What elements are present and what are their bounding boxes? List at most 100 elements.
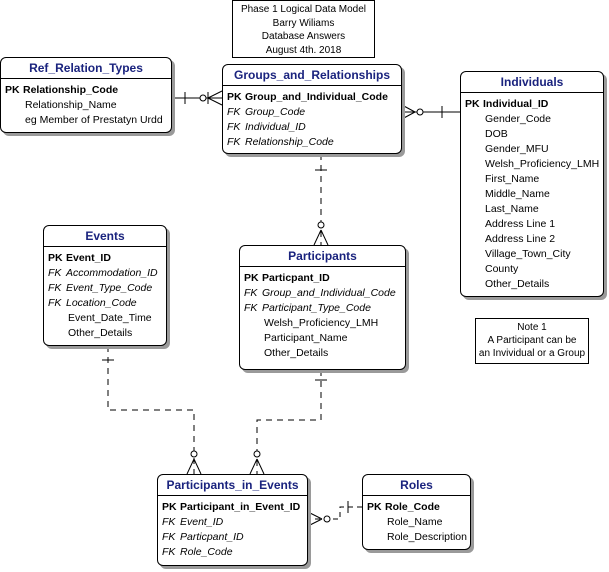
- fk-field: Event_ID: [180, 516, 224, 528]
- fk-label: FK: [48, 267, 62, 279]
- fk-label: FK: [48, 282, 62, 294]
- attr-row: Gender_Code: [465, 112, 599, 127]
- note-1: Note 1 A Participant can be an Invividua…: [475, 318, 589, 364]
- attr-row: Gender_MFU: [465, 142, 599, 157]
- pk-label: PK: [48, 252, 63, 264]
- fk-row: FK Relationship_Code: [227, 135, 397, 150]
- attr-row: Other_Details: [465, 277, 599, 292]
- pk-field: Participant_in_Event_ID: [180, 501, 301, 513]
- attr-field: Middle_Name: [485, 188, 550, 200]
- fk-field: Group_and_Individual_Code: [262, 287, 396, 299]
- attr-row: Role_Description: [367, 530, 467, 545]
- attr-field: First_Name: [485, 173, 540, 185]
- fk-row: FK Accommodation_ID: [48, 266, 162, 281]
- fk-label: FK: [162, 546, 176, 558]
- attr-field: Other_Details: [68, 327, 133, 339]
- pk-label: PK: [162, 501, 177, 513]
- attr-field: County: [485, 263, 519, 275]
- attr-field: Relationship_Name: [25, 99, 117, 111]
- attr-field: Gender_Code: [485, 113, 551, 125]
- attr-field: Welsh_Proficiency_LMH: [485, 158, 600, 170]
- note-line: A Participant can be: [487, 335, 577, 346]
- attr-field: Event_Date_Time: [68, 312, 152, 324]
- model-header-note: Phase 1 Logical Data Model Barry Wiliams…: [232, 0, 375, 58]
- attr-field: Other_Details: [485, 278, 550, 290]
- rel-line-roles-pie: [308, 506, 362, 520]
- attr-field: Gender_MFU: [485, 143, 549, 155]
- fk-row: FK Group_and_Individual_Code: [244, 286, 401, 301]
- fk-label: FK: [227, 106, 241, 118]
- header-line: Phase 1 Logical Data Model: [240, 4, 367, 15]
- attr-row: Relationship_Name: [5, 98, 167, 113]
- attr-field: Address Line 2: [485, 233, 556, 245]
- attr-field: Village_Town_City: [485, 248, 571, 260]
- fk-field: Individual_ID: [245, 121, 306, 133]
- header-line: Database Answers: [261, 31, 346, 42]
- pk-label: PK: [244, 272, 259, 284]
- fk-label: FK: [227, 136, 241, 148]
- attr-row: Last_Name: [465, 202, 599, 217]
- attr-row: Role_Name: [367, 515, 466, 530]
- pk-field: Group_and_Individual_Code: [245, 91, 388, 103]
- header-line: August 4th. 2018: [265, 44, 342, 56]
- entity-title: Participants_in_Events: [158, 475, 307, 496]
- fk-field: Location_Code: [66, 297, 137, 309]
- attr-field: Last_Name: [485, 203, 539, 215]
- fk-label: FK: [162, 531, 176, 543]
- attr-row: Event_Date_Time: [48, 311, 162, 326]
- rel-line-participants-pie: [256, 370, 322, 474]
- entity-title: Participants: [240, 246, 405, 267]
- fk-label: FK: [227, 121, 241, 133]
- note-line: Note 1: [517, 322, 547, 333]
- attr-field: Role_Description: [387, 531, 467, 543]
- attr-field: Address Line 1: [485, 218, 556, 230]
- attr-row: Welsh_Proficiency_LMH: [465, 157, 599, 172]
- fk-field: Event_Type_Code: [66, 282, 153, 294]
- pk-label: PK: [465, 98, 480, 110]
- pk-label: PK: [367, 501, 382, 513]
- attr-row: First_Name: [465, 172, 599, 187]
- entity-title: Individuals: [461, 72, 603, 93]
- fk-label: FK: [48, 297, 62, 309]
- fk-field: Accommodation_ID: [66, 267, 158, 279]
- fk-label: FK: [162, 516, 176, 528]
- entity-title: Groups_and_Relationships: [223, 65, 401, 86]
- attr-row: County: [465, 262, 599, 277]
- pk-field: Role_Code: [385, 501, 440, 513]
- attr-row: Participant_Name: [244, 331, 401, 346]
- attr-field: Welsh_Proficiency_LMH: [264, 317, 379, 329]
- fk-row: FK Event_Type_Code: [48, 281, 162, 296]
- pk-field: Individual_ID: [483, 98, 549, 110]
- pk-label: PK: [227, 91, 242, 103]
- fk-field: Participant_Type_Code: [262, 302, 371, 314]
- attr-field: eg Member of Prestatyn Urdd: [25, 114, 163, 126]
- fk-field: Group_Code: [245, 106, 306, 118]
- fk-label: FK: [244, 287, 258, 299]
- attr-row: Middle_Name: [465, 187, 599, 202]
- attr-row: Other_Details: [244, 346, 401, 361]
- pk-field: Particpant_ID: [262, 272, 330, 284]
- attr-row: Welsh_Proficiency_LMH: [244, 316, 401, 331]
- pk-field: Relationship_Code: [23, 84, 119, 96]
- entity-title: Ref_Relation_Types: [1, 58, 171, 79]
- fk-field: Particpant_ID: [180, 531, 244, 543]
- fk-field: Relationship_Code: [245, 136, 334, 148]
- fk-row: FK Location_Code: [48, 296, 162, 311]
- entity-title: Roles: [363, 475, 470, 496]
- attr-field: Participant_Name: [264, 332, 348, 344]
